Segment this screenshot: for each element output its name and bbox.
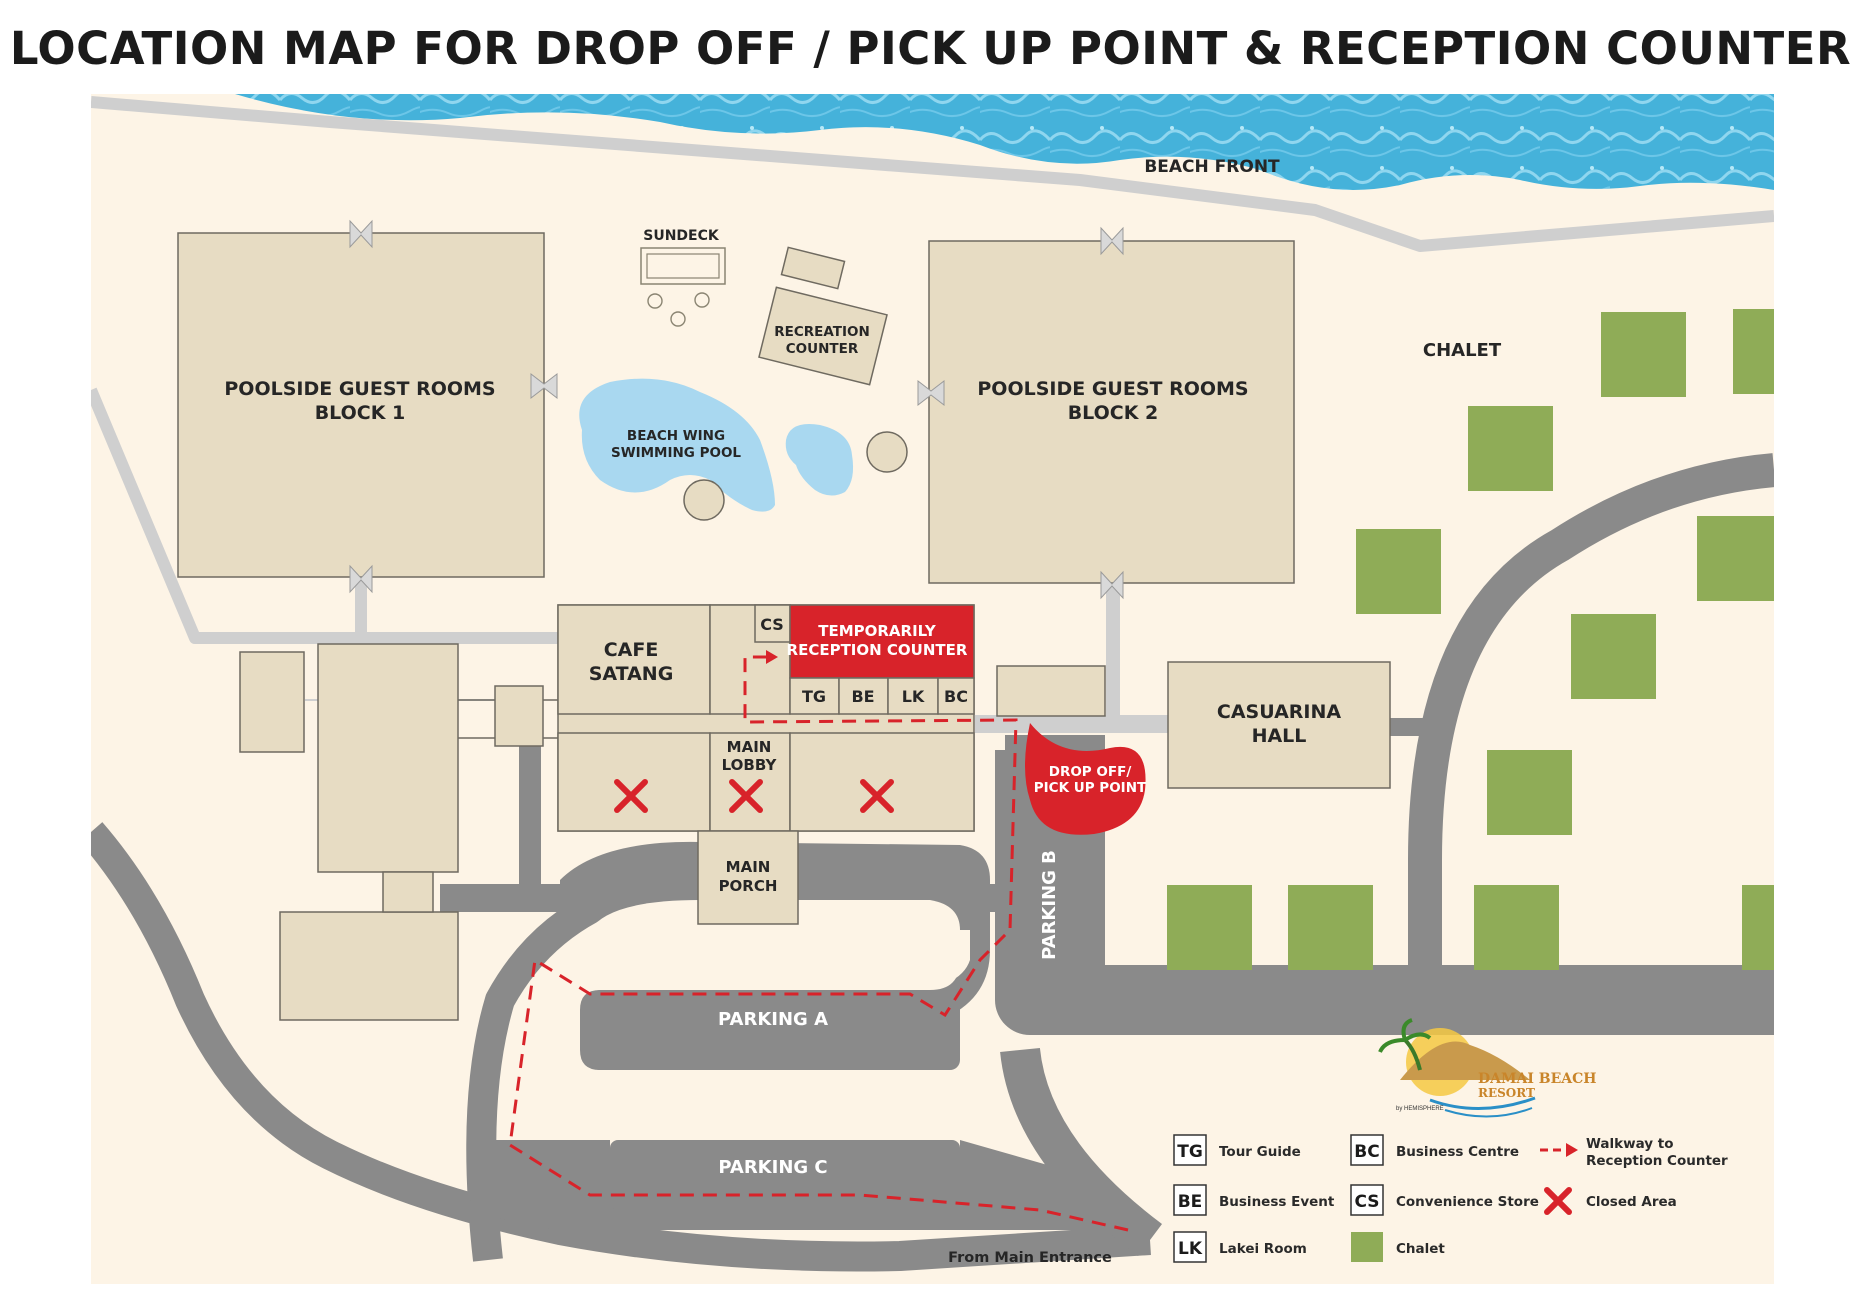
label-counter-bc: BC [944, 687, 968, 706]
label-drop-off-1: DROP OFF/ [1049, 764, 1132, 780]
building-left-bottom [279, 911, 459, 1021]
label-drop-off-2: PICK UP POINT [1034, 780, 1147, 796]
legend-label-be: Business Event [1219, 1194, 1335, 1210]
resort-logo [1378, 1018, 1536, 1118]
logo-brand-line2: RESORT [1478, 1086, 1535, 1100]
counter-be [838, 677, 889, 715]
legend-key-be: BE [1178, 1192, 1203, 1212]
legend-label-tg: Tour Guide [1219, 1144, 1301, 1160]
label-counter-be: BE [851, 687, 874, 706]
legend-key-bc: BC [1354, 1142, 1379, 1162]
sea [235, 94, 1774, 190]
counter-tg [789, 677, 840, 715]
legend: TG Tour Guide BE Business Event LK Lakei… [1173, 1134, 1728, 1263]
label-main-porch-2: PORCH [719, 877, 778, 895]
label-parking-b: PARKING B [1039, 850, 1060, 960]
label-sundeck: SUNDECK [643, 228, 720, 244]
legend-label-bc: Business Centre [1396, 1144, 1519, 1160]
label-main-porch-1: MAIN [726, 858, 771, 876]
counter-lk [887, 677, 939, 715]
sundeck [640, 247, 726, 285]
legend-closed-icon [1544, 1187, 1572, 1215]
legend-key-tg: TG [1177, 1142, 1203, 1162]
label-parking-c: PARKING C [718, 1157, 827, 1178]
cafe-satang [557, 604, 711, 715]
legend-chalet-swatch [1351, 1232, 1383, 1262]
page-title: LOCATION MAP FOR DROP OFF / PICK UP POIN… [9, 22, 1852, 75]
left-path [91, 387, 560, 644]
label-cafe-2: SATANG [589, 663, 674, 685]
logo-brand-line1: DAMAI BEACH [1478, 1071, 1597, 1087]
block-1 [177, 232, 545, 578]
label-recreation-2: COUNTER [786, 341, 859, 357]
label-parking-a: PARKING A [718, 1009, 828, 1030]
legend-label-cs: Convenience Store [1396, 1194, 1539, 1210]
label-temp-reception-2: RECEPTION COUNTER [787, 641, 968, 659]
building-left-connector [494, 685, 544, 747]
label-temp-reception-1: TEMPORARILY [818, 622, 937, 640]
label-beach-front: BEACH FRONT [1144, 157, 1280, 177]
label-cafe-1: CAFE [604, 639, 659, 661]
walkway-route [508, 655, 1129, 1232]
counter-bc [937, 677, 975, 715]
block-2 [928, 240, 1295, 584]
casuarina-hall [1167, 661, 1391, 789]
cs-room [754, 604, 791, 643]
small-building-right [996, 665, 1106, 717]
label-recreation-1: RECREATION [774, 324, 870, 340]
label-pool-1: BEACH WING [627, 428, 725, 444]
recreation-counter [758, 286, 888, 386]
label-cs: CS [760, 615, 784, 634]
main-porch [697, 830, 799, 925]
label-block2-1: POOLSIDE GUEST ROOMS [977, 378, 1248, 400]
label-counter-lk: LK [902, 687, 925, 706]
beach-path [91, 96, 1774, 252]
label-main-lobby-2: LOBBY [722, 756, 778, 774]
logo-brand-line3: by HEMISPHERE [1396, 1106, 1444, 1112]
label-casuarina-1: CASUARINA [1217, 701, 1341, 723]
label-block1-2: BLOCK 1 [315, 402, 406, 424]
legend-key-lk: LK [1178, 1239, 1203, 1259]
building-left-tall [317, 643, 459, 873]
drop-off-pin [1025, 723, 1146, 835]
label-chalet: CHALET [1423, 340, 1502, 361]
legend-label-walkway-1: Walkway to [1586, 1136, 1674, 1152]
label-pool-2: SWIMMING POOL [611, 445, 741, 461]
label-from-main-entrance: From Main Entrance [948, 1250, 1112, 1266]
chalets [1167, 309, 1774, 970]
temporary-reception [789, 604, 975, 679]
legend-label-walkway-2: Reception Counter [1586, 1153, 1728, 1169]
legend-label-chalet: Chalet [1396, 1241, 1445, 1257]
label-casuarina-2: HALL [1252, 725, 1307, 747]
label-block2-2: BLOCK 2 [1068, 402, 1159, 424]
label-main-lobby-1: MAIN [727, 738, 772, 756]
legend-label-closed: Closed Area [1586, 1194, 1677, 1210]
swimming-pool [579, 378, 775, 512]
label-block1-1: POOLSIDE GUEST ROOMS [224, 378, 495, 400]
closed-marks [614, 779, 894, 813]
legend-key-cs: CS [1354, 1192, 1379, 1212]
building-small-left [239, 651, 305, 753]
legend-label-lk: Lakei Room [1219, 1241, 1307, 1257]
label-counter-tg: TG [802, 687, 826, 706]
